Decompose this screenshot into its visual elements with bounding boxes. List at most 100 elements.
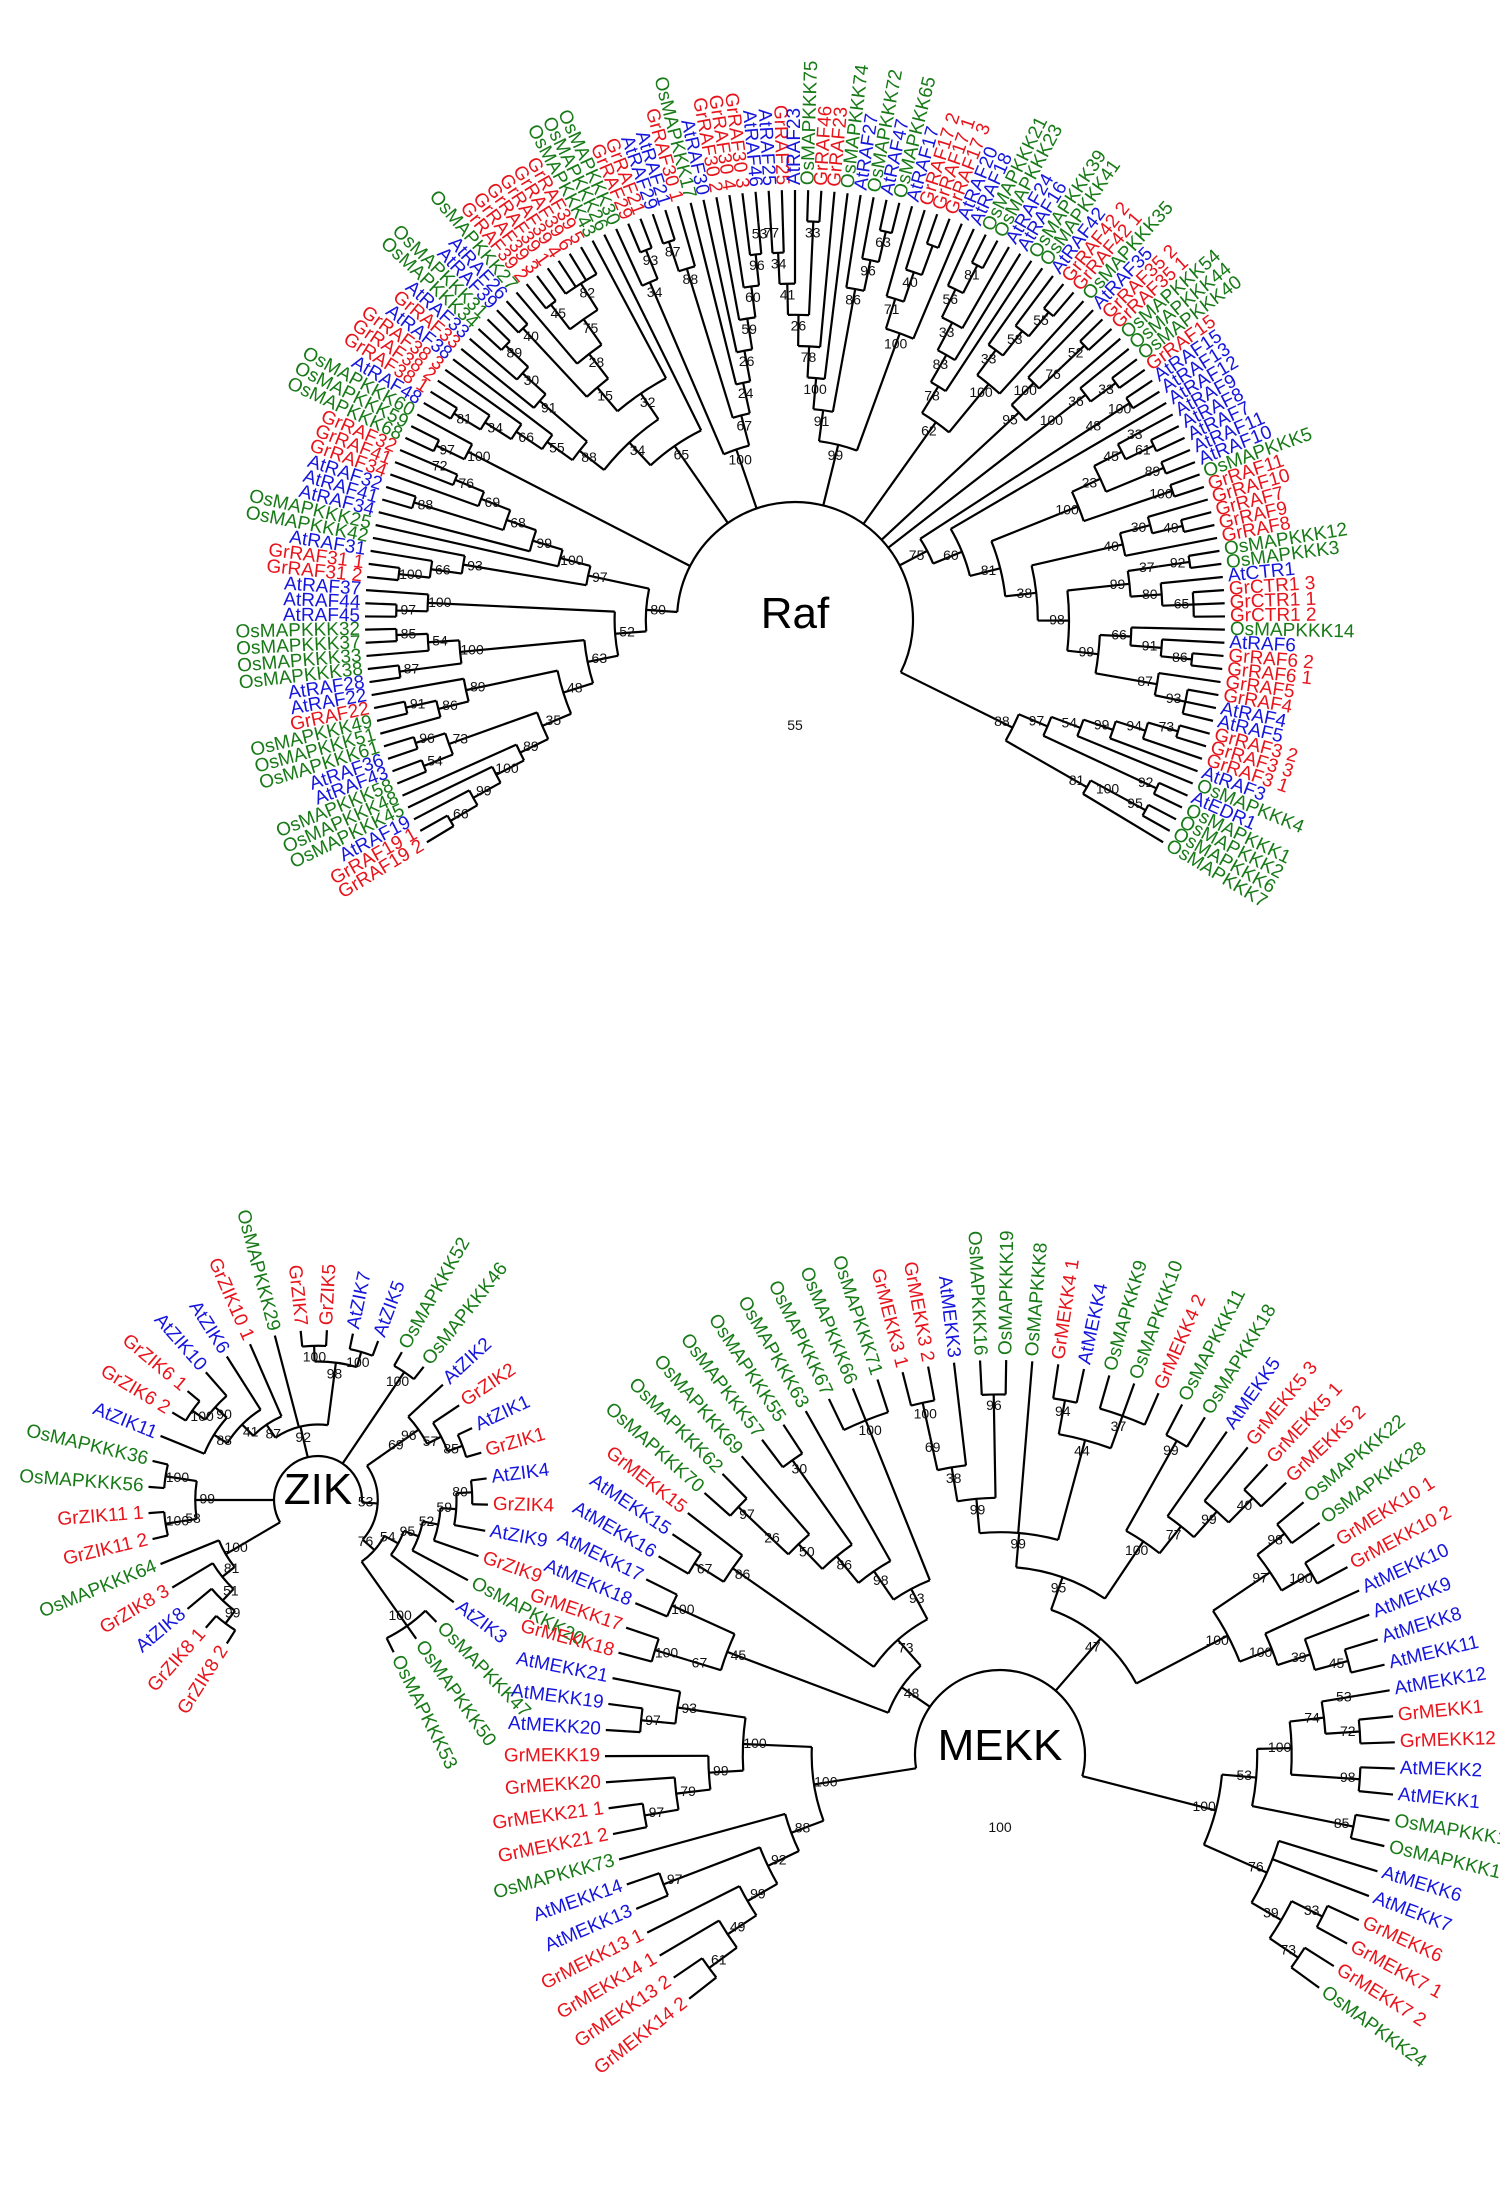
raf-taxon-osmapkkk32: OsMAPKKK32 [235, 619, 360, 643]
raf-branch [754, 191, 760, 223]
raf-branch [398, 572, 430, 579]
mekk-branch [1314, 1659, 1349, 1672]
mekk-branch [1304, 1543, 1335, 1564]
raf-branch [743, 350, 752, 382]
raf-bootstrap-value: 66 [1111, 627, 1127, 643]
raf-bootstrap-value: 91 [814, 413, 830, 429]
mekk-branch [950, 1467, 959, 1502]
raf-bootstrap-value: 28 [589, 354, 605, 370]
raf-branch [428, 639, 460, 644]
raf-clade-arc [1082, 779, 1092, 795]
raf-branch [950, 401, 1167, 530]
raf-branch [376, 712, 408, 722]
raf-branch [371, 677, 464, 697]
raf-bootstrap-value: 100 [884, 335, 908, 351]
raf-clade-arc [1129, 627, 1133, 646]
raf-branch [557, 260, 577, 288]
mekk-branch [1350, 1837, 1385, 1848]
mekk-root-bootstrap: 100 [988, 1819, 1012, 1835]
raf-branch [920, 245, 934, 276]
raf-branch [477, 328, 503, 351]
zik-branch [186, 1587, 213, 1610]
zik-taxon-grzik5: GrZIK5 [316, 1264, 340, 1326]
mekk-branch [1281, 1572, 1312, 1592]
raf-branch [1192, 589, 1225, 594]
zik-branch [191, 1409, 206, 1421]
raf-clade-arc [528, 529, 538, 552]
zik-branch [165, 1520, 182, 1525]
mekk-clade-arc [1357, 1719, 1362, 1744]
raf-bootstrap-value: 30 [1131, 519, 1147, 535]
raf-branch [587, 574, 650, 590]
raf-bootstrap-value: 32 [640, 394, 656, 410]
mekk-bootstrap-value: 92 [771, 1851, 787, 1867]
raf-branch [536, 275, 557, 302]
zik-bootstrap-value: 98 [327, 1365, 343, 1381]
mekk-branch [1193, 1510, 1218, 1538]
mekk-root-arc [913, 1668, 1087, 1777]
raf-bootstrap-value: 99 [828, 447, 844, 463]
zik-taxon-grzik11-1: GrZIK11 1 [57, 1503, 145, 1531]
mekk-branch [612, 1677, 681, 1693]
mekk-branch [896, 1639, 922, 1667]
zik-branch [273, 1335, 300, 1428]
raf-bootstrap-value: 52 [619, 624, 635, 640]
mekk-title: MEKK [938, 1721, 1063, 1770]
raf-branch [373, 700, 405, 710]
raf-bootstrap-value: 99 [476, 783, 492, 799]
zik-clade-arc [361, 1465, 379, 1541]
raf-branch [880, 411, 1020, 541]
raf-clade-arc [1146, 516, 1154, 534]
zik-bootstrap-value: 76 [358, 1533, 374, 1549]
mekk-branch [761, 1439, 784, 1468]
raf-bootstrap-value: 75 [909, 547, 925, 563]
zik-bootstrap-value: 53 [358, 1493, 374, 1509]
raf-branch [449, 804, 478, 822]
zik-branch [205, 1615, 218, 1629]
raf-branch [639, 392, 660, 420]
mekk-clade-arc [1058, 1433, 1112, 1450]
raf-clade-arc [649, 429, 702, 467]
mekk-bootstrap-value: 98 [1340, 1769, 1356, 1785]
mekk-branch [1135, 1634, 1229, 1685]
raf-bootstrap-value: 38 [1017, 585, 1033, 601]
raf-branch [419, 814, 448, 832]
raf-branch [1111, 358, 1138, 379]
mekk-bootstrap-value: 93 [681, 1700, 697, 1716]
raf-clade-arc [1180, 519, 1186, 533]
raf-branch [1005, 739, 1088, 789]
mekk-branch [608, 1702, 643, 1710]
mekk-branch [687, 1512, 743, 1557]
raf-bootstrap-value: 100 [460, 642, 484, 658]
zik-branch [432, 1404, 460, 1424]
mekk-branch [910, 1588, 929, 1620]
mekk-branch [876, 1379, 890, 1413]
raf-bootstrap-value: 35 [546, 712, 562, 728]
raf-bootstrap-value: 100 [1096, 780, 1120, 796]
raf-branch [370, 549, 433, 562]
raf-branch [673, 445, 729, 524]
raf-branch [515, 430, 543, 451]
raf-bootstrap-value: 100 [1108, 400, 1132, 416]
raf-taxon-atraf25: AtRAF25 [754, 108, 780, 186]
raf-bootstrap-value: 100 [1149, 485, 1173, 501]
mekk-branch [608, 1802, 643, 1810]
zik-bootstrap-value: 100 [190, 1408, 214, 1424]
mekk-bootstrap-value: 76 [1248, 1858, 1264, 1874]
zik-clade-arc [314, 1360, 358, 1369]
raf-branch [1130, 644, 1162, 649]
raf-branch [1155, 436, 1186, 453]
raf-clade-arc [500, 340, 511, 351]
mekk-branch [790, 1819, 824, 1834]
raf-bootstrap-value: 100 [467, 448, 491, 464]
mekk-branch [746, 1882, 778, 1902]
mekk-branch [873, 1570, 895, 1601]
raf-clade-arc [1175, 725, 1181, 738]
mekk-branch [1052, 1364, 1060, 1399]
mekk-branch [1143, 1392, 1160, 1426]
raf-branch [427, 601, 615, 613]
mekk-bootstrap-value: 99 [970, 1502, 986, 1518]
raf-bootstrap-value: 98 [1049, 611, 1065, 627]
raf-bootstrap-value: 92 [1138, 774, 1154, 790]
